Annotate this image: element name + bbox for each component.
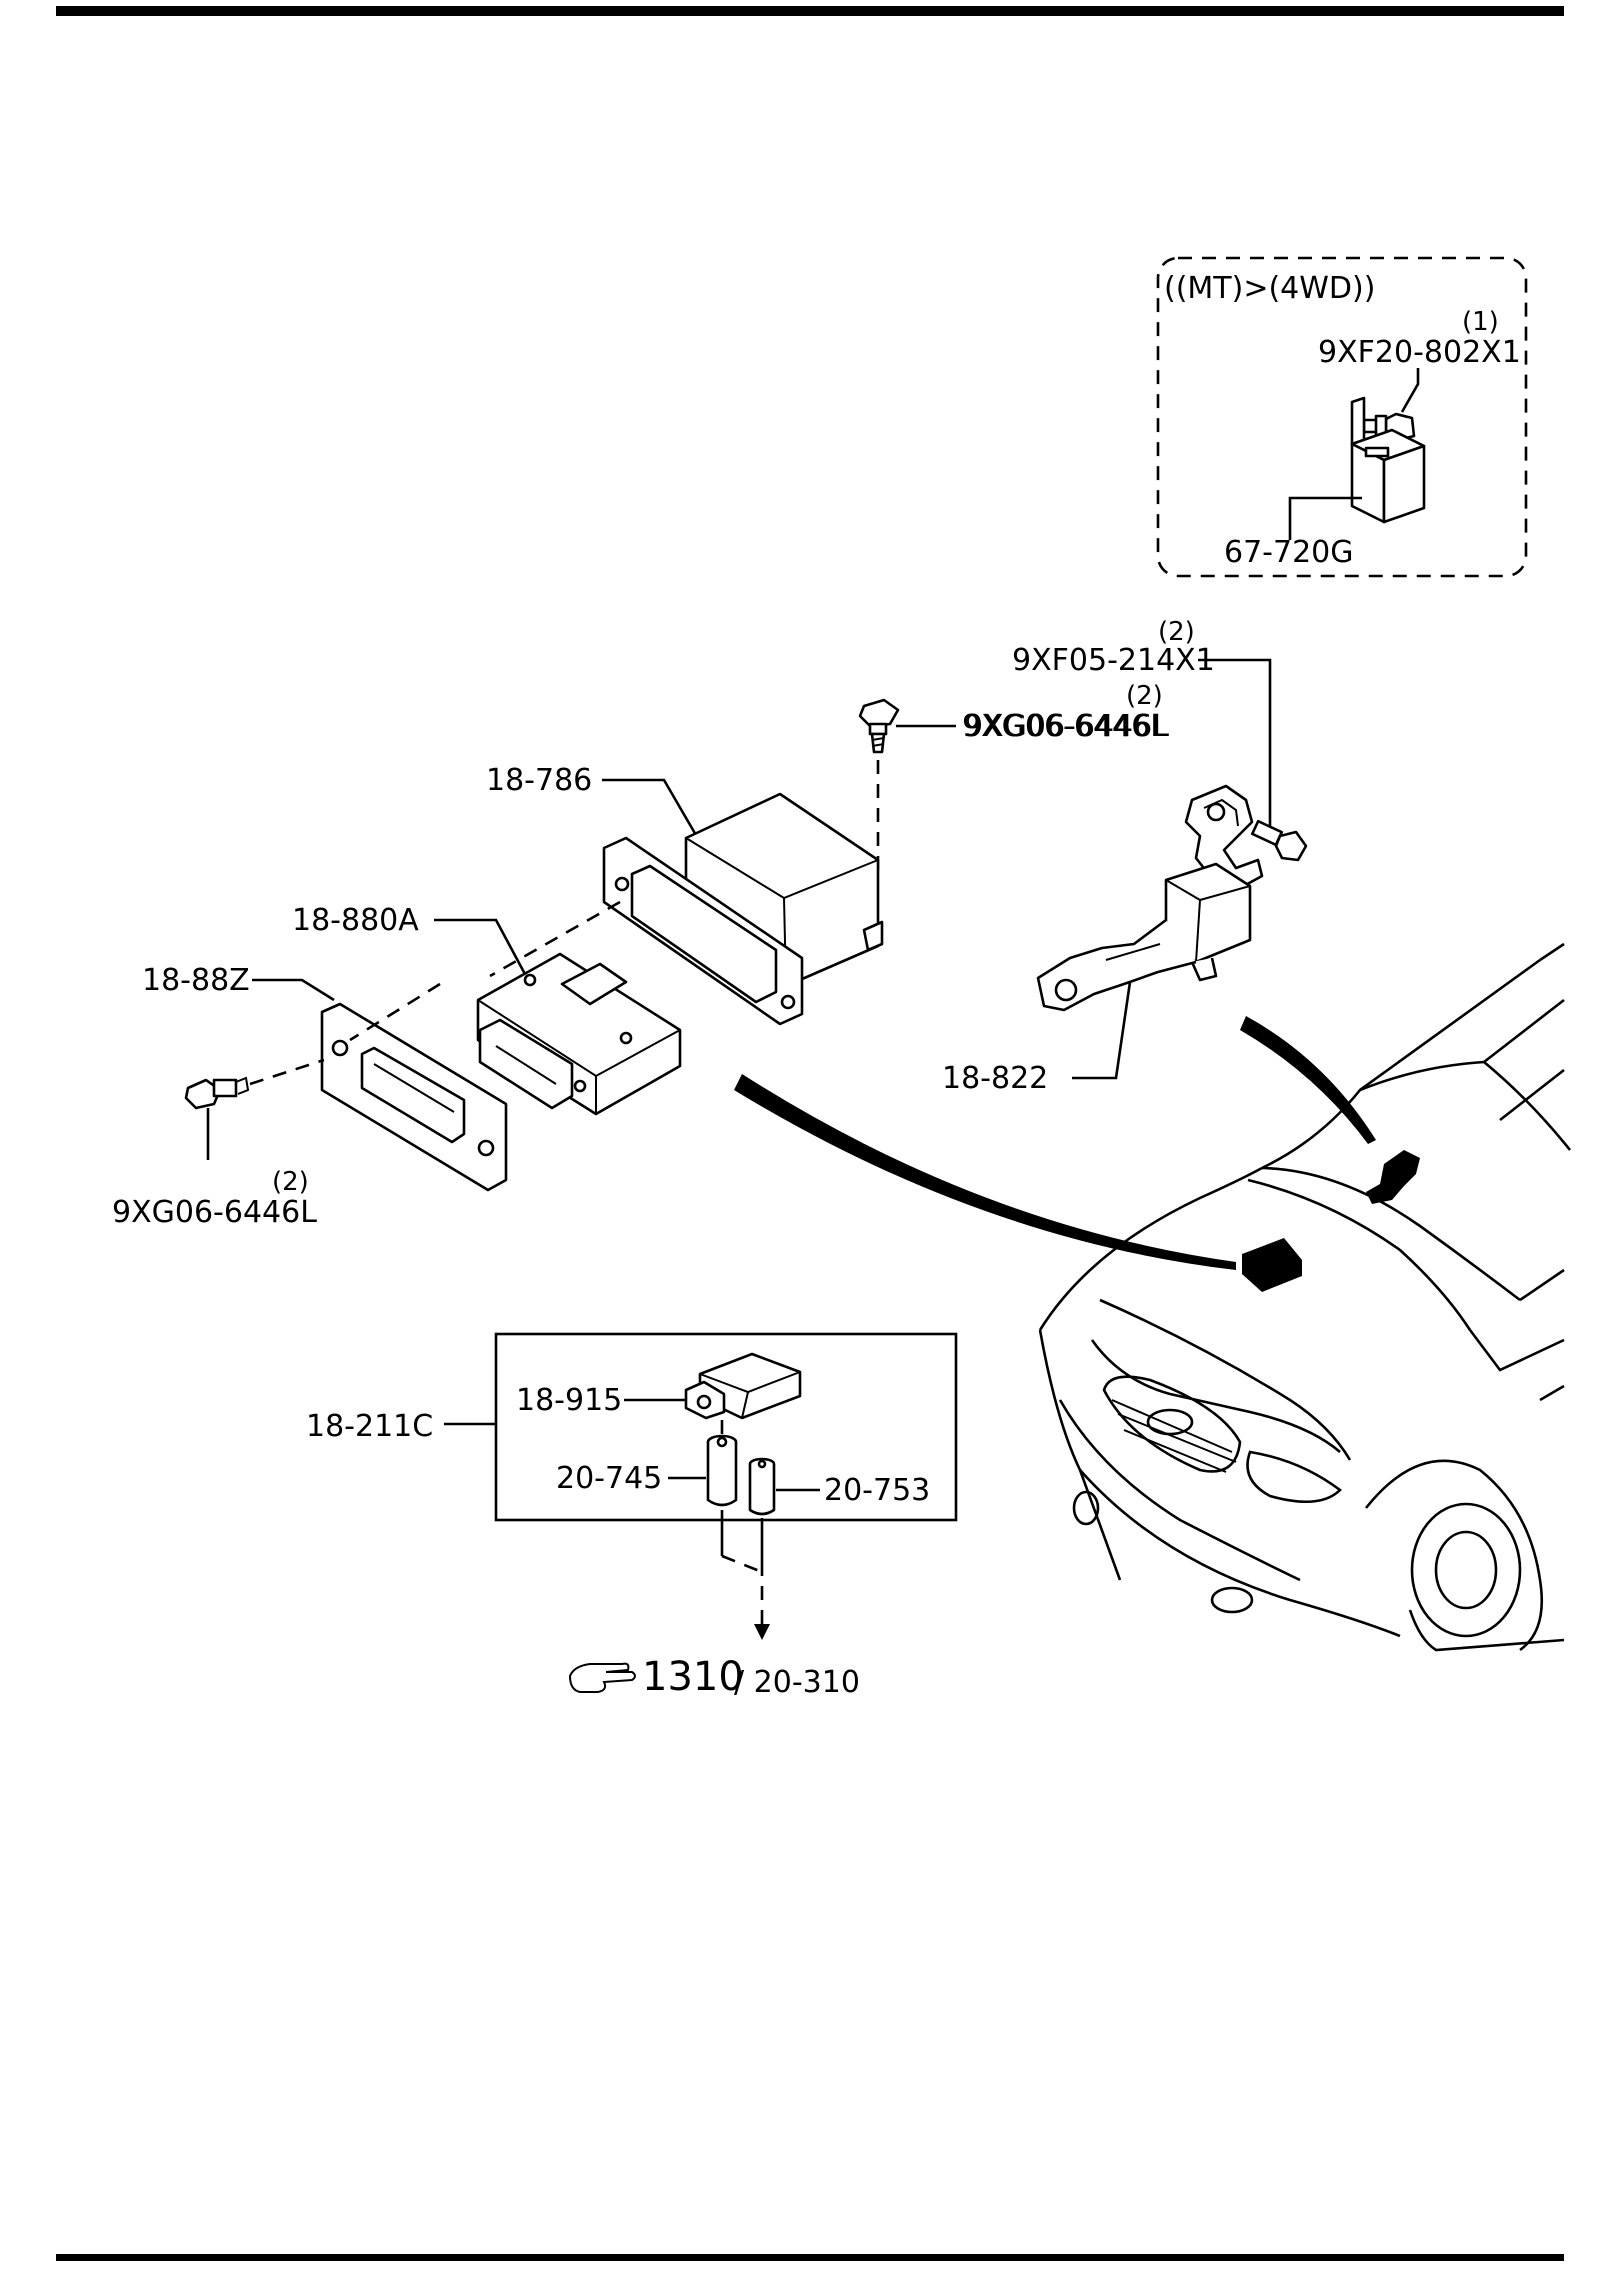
terminal-right-icon (748, 1457, 776, 1516)
inset-relay-icon (1350, 396, 1426, 524)
terminal-right-part: 20-753 (824, 1473, 930, 1508)
inset-bolt-part: 9XF20-802X1 (1318, 335, 1521, 370)
bottom-rule (56, 2254, 1564, 2261)
harness-box: 18-211C 18-915 20-745 20-753 (306, 1332, 958, 1640)
inset-bolt-qty: (1) (1462, 307, 1499, 337)
module-bottom-screw-icon (184, 1076, 250, 1110)
sensor-bracket-icon (1184, 784, 1264, 890)
connector-icon (684, 1352, 802, 1420)
bracket-part: 18-786 (486, 763, 592, 798)
terminal-left-icon (706, 1434, 738, 1507)
bottom-screw-part: 9XG06-6446L (112, 1195, 317, 1230)
cover-icon (320, 1002, 508, 1192)
location-arrow-sensor (1240, 1016, 1376, 1144)
sensor-bolt-top-qty: (2) (1158, 617, 1195, 647)
top-rule (56, 6, 1564, 16)
reference-arrow-head (754, 1624, 770, 1640)
inset-relay-part: 67-720G (1224, 535, 1354, 570)
reference: 1310 / 20-310 (568, 1654, 860, 1700)
cover-part: 18-88Z (142, 963, 250, 998)
sensor-group: (2) 9XF05-214X1 (2) 9XG06-6446L (942, 617, 1308, 1096)
module-top-screw-part: 9XG06-6446L (962, 709, 1167, 744)
inset-mt-4wd: ((MT)>(4WD)) (1) 9XF20-802X1 67-720G (1156, 256, 1528, 578)
sensor-bolt-mid-qty: (2) (1126, 681, 1163, 711)
bracket-icon (602, 792, 884, 1026)
sensor-bolt-icon (1250, 819, 1308, 862)
sensor-part: 18-822 (942, 1061, 1048, 1096)
reference-section: 1310 (642, 1654, 744, 1700)
harness-box-frame (494, 1332, 958, 1522)
reference-part: / 20-310 (734, 1665, 860, 1700)
harness-box-part: 18-211C (306, 1409, 433, 1444)
sensor-bolt-mid-part: 9XG06-6446L (964, 709, 1169, 744)
location-arrow-module (734, 1074, 1236, 1270)
module-group: 9XG06-6446L 18-786 18-880A (112, 698, 1167, 1230)
module-part: 18-880A (292, 903, 419, 938)
module-location-mark (1242, 1238, 1302, 1292)
bottom-screw-qty: (2) (272, 1167, 309, 1197)
inset-title: ((MT)>(4WD)) (1164, 271, 1375, 306)
sensor-location-mark (1366, 1150, 1420, 1204)
terminal-left-part: 20-745 (556, 1461, 662, 1496)
sensor-bolt-top-part: 9XF05-214X1 (1012, 643, 1215, 678)
sensor-arm-icon (1036, 918, 1197, 1012)
module-icon (476, 952, 682, 1116)
module-top-screw-icon (858, 698, 900, 754)
vehicle-illustration (734, 942, 1572, 1652)
connector-part: 18-915 (516, 1383, 622, 1418)
pointing-hand-icon (568, 1662, 636, 1693)
